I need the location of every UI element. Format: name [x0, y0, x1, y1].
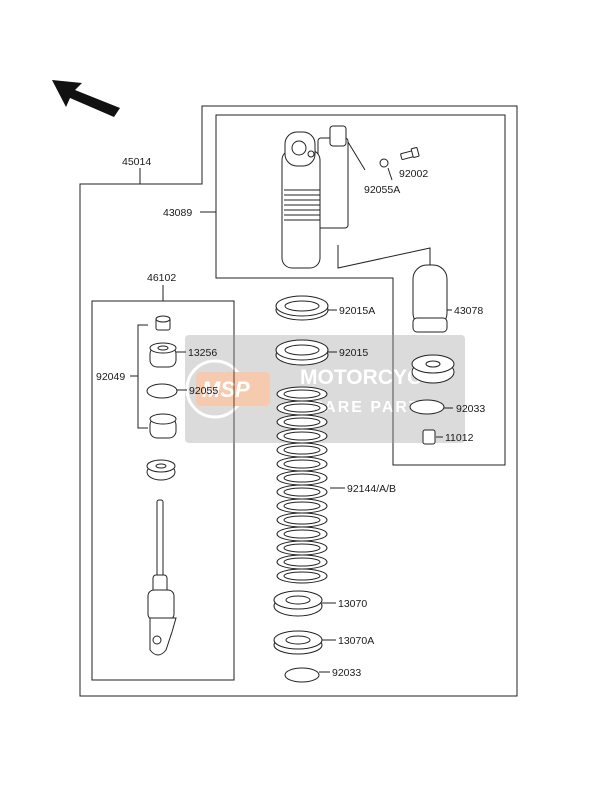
spring-coil-inner	[283, 571, 321, 581]
label-92144: 92144/A/B	[347, 483, 396, 495]
label-92055A: 92055A	[364, 184, 400, 196]
label-43089: 43089	[163, 207, 192, 219]
valve-11012	[422, 429, 436, 445]
circlip-92033-lower	[284, 667, 320, 683]
reservoir-cap	[411, 354, 455, 384]
label-92015A: 92015A	[339, 305, 375, 317]
spring-coil-inner	[283, 487, 321, 497]
watermark-line2: SPARE PARTS	[300, 399, 433, 416]
label-45014: 45014	[122, 156, 151, 168]
spring-coil-inner	[283, 459, 321, 469]
watermark-line1: MOTORCYC	[300, 366, 422, 389]
label-13256: 13256	[188, 347, 217, 359]
spring-coil-inner	[283, 557, 321, 567]
spring-92144	[276, 386, 328, 584]
reservoir-43078	[412, 264, 448, 333]
watermark-logo: MSP	[202, 377, 250, 402]
spring-coil-inner	[283, 431, 321, 441]
bump-stop	[146, 459, 176, 481]
nut-top-46102	[155, 315, 171, 331]
spring-seat-13070	[273, 590, 323, 617]
label-92055: 92055	[189, 385, 218, 397]
watermark: MSP MOTORCYC SPARE PARTS	[185, 335, 465, 443]
label-92049: 92049	[96, 371, 125, 383]
spring-coil-inner	[283, 543, 321, 553]
nut-92015A	[275, 295, 329, 321]
oring-92055	[146, 383, 178, 399]
label-92033-lower: 92033	[332, 667, 361, 679]
label-92002: 92002	[399, 168, 428, 180]
damper-body	[281, 125, 349, 269]
circlip-92033-upper	[409, 399, 445, 415]
label-43078: 43078	[454, 305, 483, 317]
bushing-13256	[149, 342, 177, 368]
label-13070: 13070	[338, 598, 367, 610]
bushing-lower	[149, 413, 177, 439]
spring-coil-inner	[283, 403, 321, 413]
spring-coil-inner	[283, 501, 321, 511]
outline-45014	[79, 105, 518, 697]
spring-coil-inner	[283, 529, 321, 539]
outline-43089	[215, 114, 506, 466]
nut-92015	[275, 339, 329, 366]
spring-seat-13070A	[273, 630, 323, 655]
spring-coil-inner	[283, 389, 321, 399]
label-92015: 92015	[339, 347, 368, 359]
spring-coil-inner	[283, 417, 321, 427]
label-46102: 46102	[147, 272, 176, 284]
piston-rod-clevis	[147, 499, 177, 656]
label-13070A: 13070A	[338, 635, 374, 647]
oring-92055A	[379, 158, 389, 168]
spring-coil-inner	[283, 473, 321, 483]
front-direction-arrow-icon	[52, 80, 120, 117]
bolt-92002	[400, 147, 420, 160]
label-11012: 11012	[445, 432, 474, 444]
spring-coil-inner	[283, 445, 321, 455]
spring-coil-inner	[283, 515, 321, 525]
label-92033-upper: 92033	[456, 403, 485, 415]
